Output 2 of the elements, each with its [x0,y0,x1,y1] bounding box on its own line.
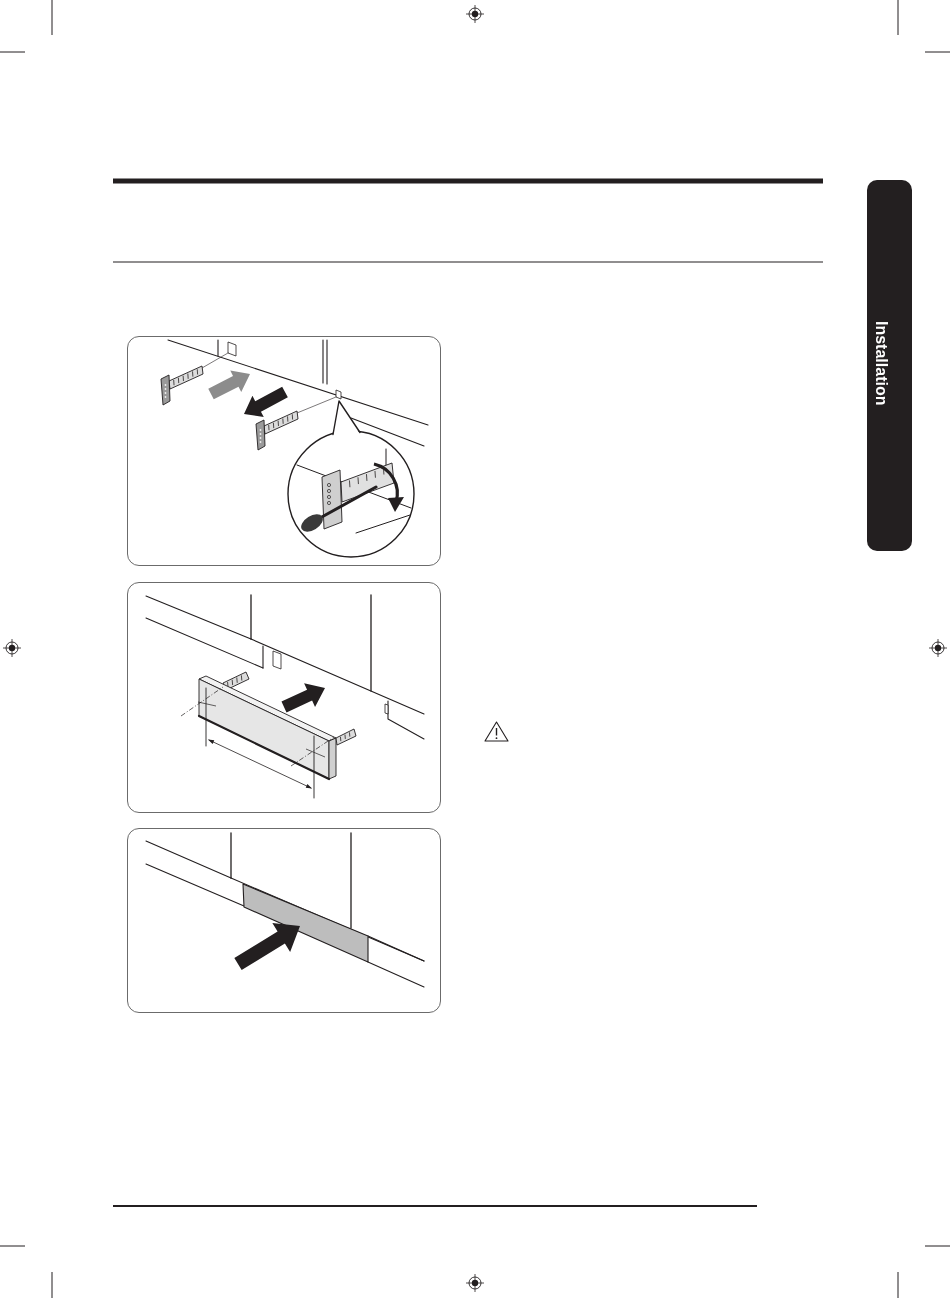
section-title: Installation [873,321,889,406]
section-tab [867,180,912,551]
